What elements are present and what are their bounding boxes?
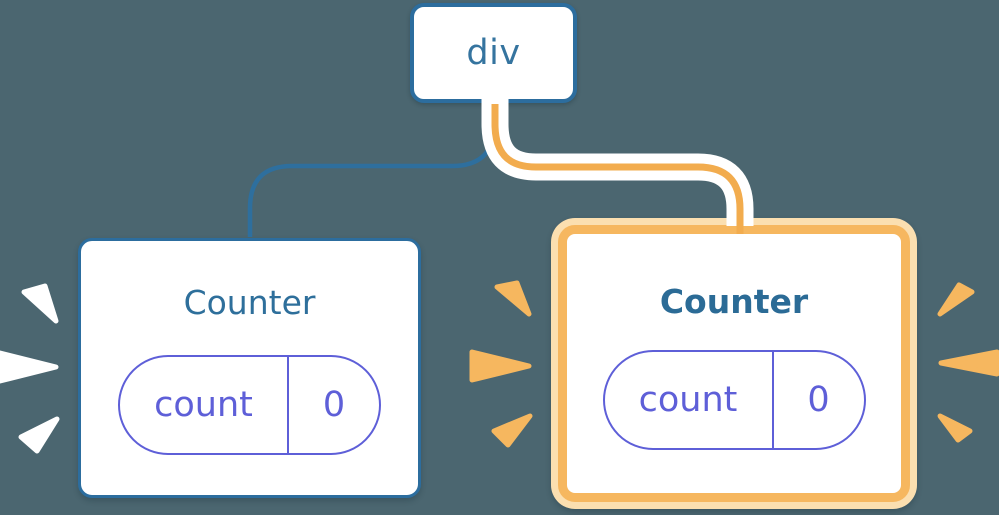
counter-card-left: Counter count 0	[78, 238, 421, 498]
state-pill-right: count 0	[602, 350, 866, 450]
state-value-right: 0	[771, 352, 864, 448]
edge-div-to-right-counter	[491, 104, 744, 234]
spark-ray-icon	[937, 413, 973, 443]
spark-ray-icon	[469, 349, 532, 383]
spark-ray-icon	[18, 416, 60, 454]
spark-ray-icon	[0, 350, 59, 384]
state-value-left: 0	[287, 357, 379, 453]
counter-title-left: Counter	[183, 283, 316, 322]
spark-ray-icon	[491, 413, 533, 448]
left-card-burst-icon	[0, 283, 60, 454]
tree-node-div: div	[410, 3, 577, 103]
spark-ray-icon	[937, 282, 975, 317]
counter-title-right: Counter	[659, 282, 809, 321]
counter-card-right-inner: Counter count 0	[558, 225, 910, 502]
tree-node-div-label: div	[466, 33, 521, 73]
state-name-right: count	[638, 380, 738, 420]
counter-card-right: Counter count 0	[551, 218, 917, 509]
spark-ray-icon	[938, 349, 999, 377]
spark-ray-icon	[21, 283, 59, 324]
edge-div-to-left-counter	[247, 108, 498, 237]
state-name-left: count	[154, 385, 253, 425]
state-pill-left: count 0	[118, 355, 381, 455]
spark-ray-icon	[494, 280, 532, 317]
edge-casing-white	[481, 94, 754, 226]
